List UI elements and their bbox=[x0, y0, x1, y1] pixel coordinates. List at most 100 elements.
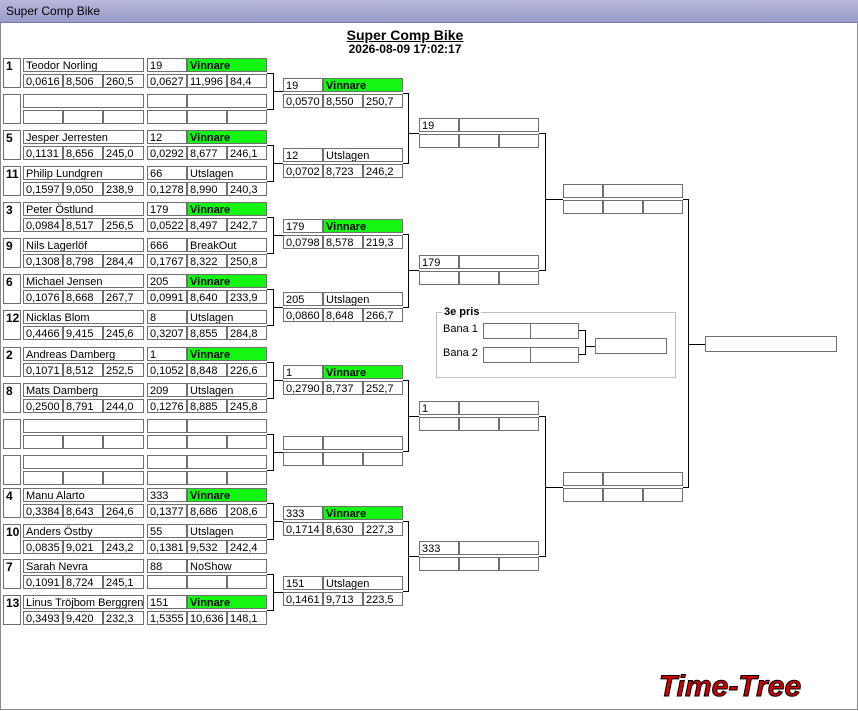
racer-number[interactable]: 55 bbox=[147, 524, 187, 538]
elapsed-time: 8,990 bbox=[187, 182, 227, 196]
bracket-line bbox=[267, 217, 273, 218]
racer-number[interactable]: 8 bbox=[147, 310, 187, 324]
status-label: Utslagen bbox=[187, 383, 267, 397]
speed: 284,4 bbox=[103, 254, 144, 268]
racer-name[interactable] bbox=[23, 419, 144, 433]
racer-name[interactable]: Mats Damberg bbox=[23, 383, 144, 397]
elapsed-time bbox=[187, 575, 227, 589]
racer-number[interactable]: 12 bbox=[283, 148, 323, 162]
racer-number[interactable]: 179 bbox=[419, 255, 459, 269]
racer-number[interactable]: 179 bbox=[283, 219, 323, 233]
reaction-time: 0,1308 bbox=[23, 254, 63, 268]
elapsed-time bbox=[603, 200, 643, 214]
lane1-result-field[interactable] bbox=[530, 323, 579, 339]
racer-number[interactable]: 19 bbox=[147, 58, 187, 72]
reaction-time: 0,0616 bbox=[23, 74, 63, 88]
status-label: Utslagen bbox=[187, 310, 267, 324]
racer-name[interactable]: Jesper Jerresten bbox=[23, 130, 144, 144]
racer-number[interactable]: 151 bbox=[147, 595, 187, 609]
third-place-winner-field[interactable] bbox=[595, 338, 667, 354]
racer-number[interactable]: 19 bbox=[419, 118, 459, 132]
racer-name[interactable]: Michael Jensen bbox=[23, 274, 144, 288]
reaction-time bbox=[147, 575, 187, 589]
bracket-line bbox=[267, 289, 273, 290]
elapsed-time: 8,885 bbox=[187, 399, 227, 413]
racer-name[interactable]: Teodor Norling bbox=[23, 58, 144, 72]
racer-number[interactable]: 333 bbox=[419, 541, 459, 555]
bracket-line bbox=[408, 133, 419, 134]
racer-name[interactable]: Nils Lagerlöf bbox=[23, 238, 144, 252]
racer-number[interactable]: 333 bbox=[147, 488, 187, 502]
status-label: BreakOut bbox=[187, 238, 267, 252]
racer-name[interactable] bbox=[23, 94, 144, 108]
speed bbox=[499, 271, 539, 285]
seed-number: 3 bbox=[3, 202, 21, 232]
racer-number[interactable]: 1 bbox=[419, 401, 459, 415]
seed-number: 12 bbox=[3, 310, 21, 340]
bracket-line bbox=[683, 487, 688, 488]
status-label bbox=[603, 472, 683, 486]
reaction-time: 0,0292 bbox=[147, 146, 187, 160]
racer-name[interactable] bbox=[23, 455, 144, 469]
racer-number[interactable]: 1 bbox=[147, 347, 187, 361]
lane1-racer-field[interactable] bbox=[483, 323, 531, 339]
status-label: Vinnare bbox=[187, 595, 267, 609]
racer-number[interactable]: 88 bbox=[147, 559, 187, 573]
racer-name[interactable]: Nicklas Blom bbox=[23, 310, 144, 324]
elapsed-time: 11,996 bbox=[187, 74, 227, 88]
racer-number[interactable]: 1 bbox=[283, 365, 323, 379]
reaction-time bbox=[23, 435, 63, 449]
seed-number bbox=[3, 455, 21, 485]
racer-number[interactable] bbox=[563, 472, 603, 486]
racer-number[interactable]: 205 bbox=[147, 274, 187, 288]
racer-number[interactable]: 12 bbox=[147, 130, 187, 144]
status-label bbox=[187, 419, 267, 433]
speed: 148,1 bbox=[227, 611, 267, 625]
racer-name[interactable]: Linus Tröjbom Berggren bbox=[23, 595, 144, 609]
elapsed-time: 8,630 bbox=[323, 522, 363, 536]
racer-name[interactable]: Andreas Damberg bbox=[23, 347, 144, 361]
racer-number[interactable]: 19 bbox=[283, 78, 323, 92]
bracket-line bbox=[267, 470, 273, 471]
racer-number[interactable]: 151 bbox=[283, 576, 323, 590]
reaction-time: 0,2790 bbox=[283, 381, 323, 395]
racer-number[interactable]: 179 bbox=[147, 202, 187, 216]
racer-number[interactable]: 209 bbox=[147, 383, 187, 397]
racer-name[interactable]: Anders Östby bbox=[23, 524, 144, 538]
racer-number[interactable]: 66 bbox=[147, 166, 187, 180]
racer-name[interactable]: Philip Lundgren bbox=[23, 166, 144, 180]
status-label bbox=[187, 94, 267, 108]
speed: 242,7 bbox=[227, 218, 267, 232]
racer-number[interactable] bbox=[283, 436, 323, 450]
lane2-racer-field[interactable] bbox=[483, 347, 531, 363]
racer-name[interactable]: Manu Alarto bbox=[23, 488, 144, 502]
racer-number[interactable] bbox=[147, 94, 187, 108]
reaction-time: 0,0702 bbox=[283, 164, 323, 178]
speed: 245,6 bbox=[103, 326, 144, 340]
bracket-line bbox=[273, 592, 283, 593]
racer-number[interactable]: 666 bbox=[147, 238, 187, 252]
racer-number[interactable] bbox=[147, 455, 187, 469]
seed-number: 2 bbox=[3, 347, 21, 377]
lane2-result-field[interactable] bbox=[530, 347, 579, 363]
elapsed-time bbox=[459, 417, 499, 431]
reaction-time: 0,1714 bbox=[283, 522, 323, 536]
elapsed-time: 8,648 bbox=[323, 308, 363, 322]
reaction-time: 0,1461 bbox=[283, 592, 323, 606]
final-winner-field[interactable] bbox=[705, 336, 837, 352]
reaction-time: 0,2500 bbox=[23, 399, 63, 413]
racer-name[interactable]: Sarah Nevra bbox=[23, 559, 144, 573]
bracket-line bbox=[267, 145, 273, 146]
elapsed-time: 8,550 bbox=[323, 94, 363, 108]
elapsed-time: 8,517 bbox=[63, 218, 103, 232]
racer-number[interactable]: 333 bbox=[283, 506, 323, 520]
reaction-time: 0,1131 bbox=[23, 146, 63, 160]
racer-number[interactable] bbox=[563, 184, 603, 198]
racer-number[interactable]: 205 bbox=[283, 292, 323, 306]
reaction-time bbox=[563, 200, 603, 214]
racer-number[interactable] bbox=[147, 419, 187, 433]
page-datetime: 2026-08-09 17:02:17 bbox=[348, 42, 462, 56]
racer-name[interactable]: Peter Östlund bbox=[23, 202, 144, 216]
status-label: Vinnare bbox=[187, 488, 267, 502]
speed: 252,5 bbox=[103, 363, 144, 377]
